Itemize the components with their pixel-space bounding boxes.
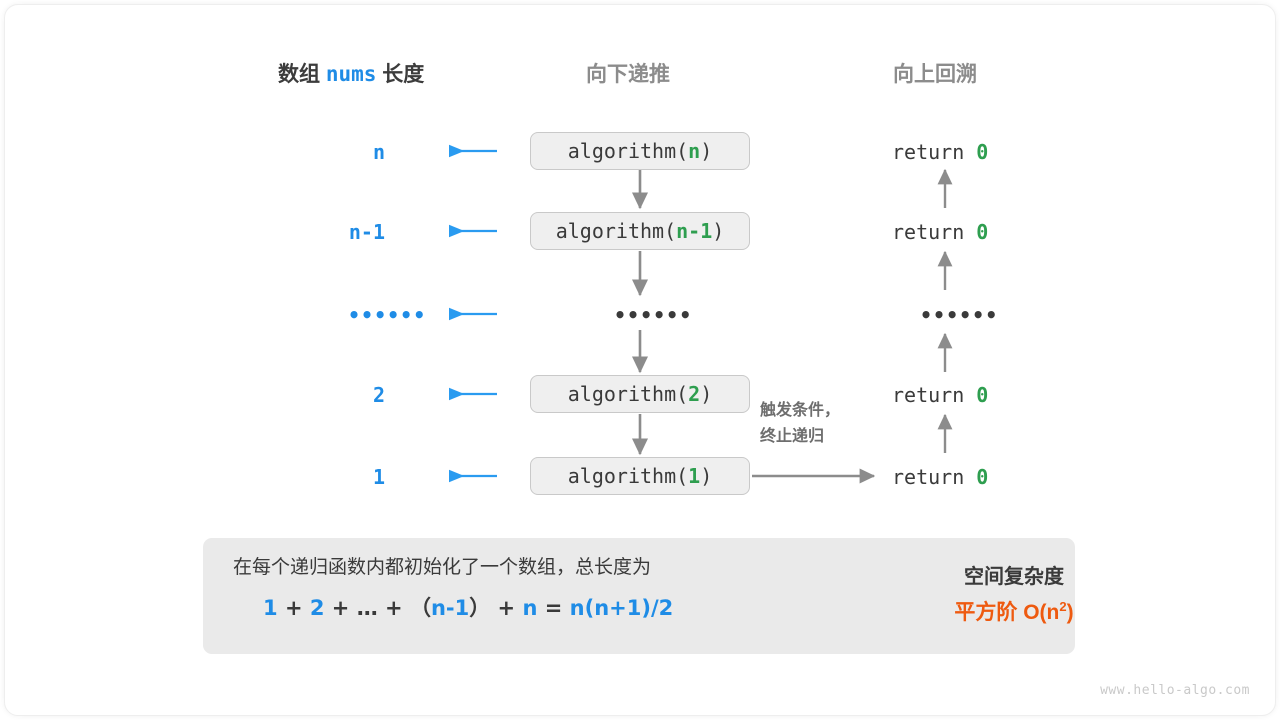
eq-op-2: + xyxy=(331,596,350,620)
length-row-0: n xyxy=(372,140,385,164)
metric-order-value: O(n xyxy=(1023,601,1060,624)
call-suffix: ) xyxy=(700,382,713,406)
heading-left: 数组 nums 长度 xyxy=(278,58,424,88)
eq-lparen: （ xyxy=(409,596,431,620)
return-label: return xyxy=(892,220,965,244)
call-box-n[interactable]: algorithm(n) xyxy=(530,132,750,170)
heading-left-suffix: 长度 xyxy=(382,63,425,86)
return-value: 0 xyxy=(976,140,989,164)
return-ellipsis: •••••• xyxy=(920,303,999,327)
return-label: return xyxy=(892,140,965,164)
return-row-0: return 0 xyxy=(892,140,988,164)
metric-order-tail: ) xyxy=(1066,601,1074,624)
call-prefix: algorithm( xyxy=(555,219,677,243)
return-label: return xyxy=(892,465,965,489)
call-suffix: ) xyxy=(700,464,713,488)
length-row-1: n-1 xyxy=(348,220,385,244)
call-suffix: ) xyxy=(700,139,713,163)
call-box-n-minus-1[interactable]: algorithm(n-1) xyxy=(530,212,750,250)
eq-result: n(n+1)/2 xyxy=(569,596,674,620)
termination-note: 触发条件， 终止递归 xyxy=(760,398,840,450)
metric-order-exponent: 2 xyxy=(1059,599,1067,614)
summary-panel: 在每个递归函数内都初始化了一个数组，总长度为 1 + 2 + … + （n-1）… xyxy=(203,538,1075,654)
eq-term-4: n-1 xyxy=(430,596,470,620)
return-label: return xyxy=(892,383,965,407)
eq-term-5: n xyxy=(522,596,538,620)
eq-op-1: + xyxy=(284,596,303,620)
metric-order-label: 平方阶 xyxy=(954,601,1018,624)
call-arg: n xyxy=(688,139,701,163)
call-prefix: algorithm( xyxy=(567,382,689,406)
call-arg: 1 xyxy=(688,464,701,488)
eq-term-3: … xyxy=(356,596,378,620)
eq-term-2: 2 xyxy=(309,596,325,620)
call-suffix: ) xyxy=(712,219,725,243)
termination-note-line2: 终止递归 xyxy=(760,428,825,445)
call-box-2[interactable]: algorithm(2) xyxy=(530,375,750,413)
summary-equation: 1 + 2 + … + （n-1） + n = n(n+1)/2 xyxy=(263,592,673,622)
call-arg: n-1 xyxy=(676,219,713,243)
eq-equals: = xyxy=(544,596,563,620)
return-value: 0 xyxy=(976,383,989,407)
summary-description: 在每个递归函数内都初始化了一个数组，总长度为 xyxy=(233,557,652,578)
heading-right: 向上回溯 xyxy=(893,63,977,86)
eq-op-3: + xyxy=(385,596,403,620)
return-row-3: return 0 xyxy=(892,383,988,407)
length-row-3: 2 xyxy=(372,383,385,407)
heading-left-prefix: 数组 xyxy=(278,63,320,86)
heading-left-code: nums xyxy=(325,62,377,86)
return-row-1: return 0 xyxy=(892,220,988,244)
heading-middle: 向下递推 xyxy=(586,63,670,86)
termination-note-line1: 触发条件， xyxy=(760,402,841,419)
call-arg: 2 xyxy=(688,382,701,406)
eq-term-1: 1 xyxy=(263,596,278,620)
call-prefix: algorithm( xyxy=(567,139,689,163)
watermark: www.hello-algo.com xyxy=(1100,683,1250,698)
blue-assign-arrows xyxy=(448,144,497,483)
eq-rparen: ） xyxy=(469,596,491,620)
length-row-4: 1 xyxy=(372,465,385,489)
call-prefix: algorithm( xyxy=(567,464,689,488)
call-ellipsis: •••••• xyxy=(614,303,693,327)
length-ellipsis: •••••• xyxy=(348,303,427,327)
return-row-4: return 0 xyxy=(892,465,988,489)
call-box-1[interactable]: algorithm(1) xyxy=(530,457,750,495)
eq-op-4: + xyxy=(497,596,516,620)
return-value: 0 xyxy=(976,220,989,244)
metric-title: 空间复杂度 xyxy=(964,566,1064,588)
return-value: 0 xyxy=(976,465,989,489)
metric-order: 平方阶 O(n2) xyxy=(894,596,1134,626)
